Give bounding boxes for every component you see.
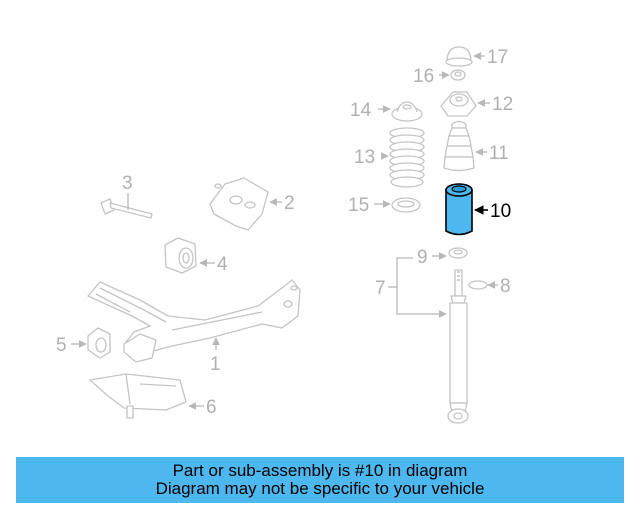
part-15-spring-seat-lower: 15 (348, 195, 421, 216)
part-3-bolt: 3 (100, 173, 153, 219)
part-7-shock-absorber: 7 (375, 257, 469, 424)
callout-9: 9 (417, 247, 428, 268)
part-13-coil-spring: 13 (354, 127, 425, 188)
part-16-nut: 16 (413, 66, 466, 87)
banner-line-vehicle-disclaimer: Diagram may not be specific to your vehi… (155, 479, 485, 498)
part-14-spring-seat-upper: 14 (350, 100, 423, 122)
callout-8: 8 (500, 276, 511, 297)
part-1-rear-axle-beam: 1 (87, 279, 301, 375)
callout-3: 3 (122, 173, 133, 194)
disclaimer-banner: Part or sub-assembly is #10 in diagram D… (16, 457, 624, 503)
part-10-shock-boot-highlighted: 10 (445, 183, 511, 236)
callout-14: 14 (350, 100, 372, 121)
callout-12: 12 (492, 94, 513, 115)
banner-line-part-reference: Part or sub-assembly is #10 in diagram (172, 461, 468, 480)
part-2-mounting-bracket: 2 (209, 177, 295, 231)
part-6-support-bracket: 6 (89, 373, 217, 419)
part-11-bump-stop: 11 (443, 120, 509, 172)
callout-15: 15 (348, 195, 369, 216)
callout-13: 13 (354, 147, 375, 168)
callout-6: 6 (206, 397, 217, 418)
callout-1: 1 (210, 354, 221, 375)
parts-diagram: 17 16 12 14 13 (56, 46, 513, 424)
part-5-bushing-small: 5 (56, 327, 111, 359)
callout-5: 5 (56, 335, 67, 356)
callout-4: 4 (217, 254, 228, 275)
part-17-dust-cap: 17 (445, 46, 508, 68)
callout-7: 7 (375, 278, 386, 299)
part-4-bushing: 4 (164, 237, 228, 275)
part-8-washer-small: 8 (468, 276, 511, 297)
callout-16: 16 (413, 66, 434, 87)
callout-10: 10 (490, 201, 511, 222)
callout-11: 11 (489, 143, 509, 164)
callout-17: 17 (487, 47, 508, 68)
callout-2: 2 (284, 193, 295, 214)
part-9-washer: 9 (417, 247, 468, 268)
part-12-strut-mount: 12 (440, 91, 513, 117)
